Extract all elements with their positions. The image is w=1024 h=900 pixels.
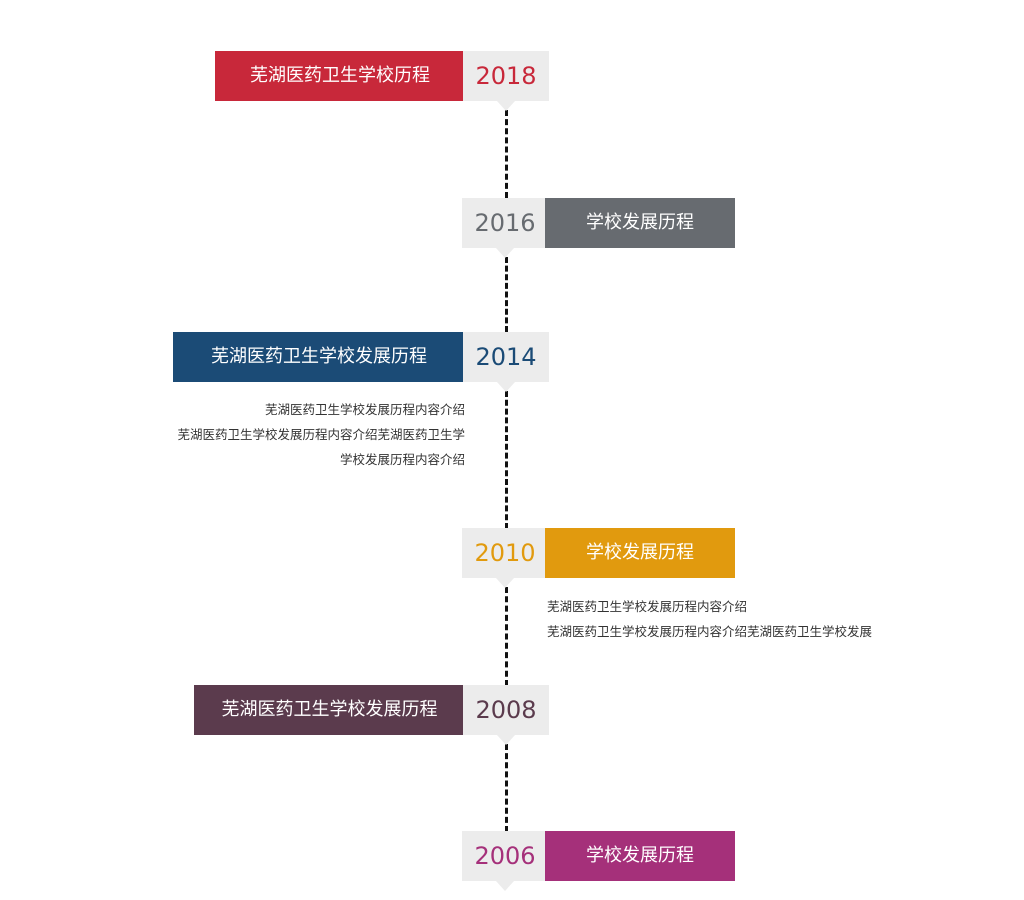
timeline-year: 2014 [463, 332, 549, 392]
timeline-title: 学校发展历程 [545, 198, 735, 248]
timeline-title: 芜湖医药卫生学校发展历程 [173, 332, 465, 382]
timeline-title: 学校发展历程 [545, 528, 735, 578]
timeline-year: 2006 [462, 831, 548, 891]
timeline-spine [505, 744, 508, 832]
description-line: 芜湖医药卫生学校发展历程内容介绍 [264, 402, 465, 417]
timeline-title: 芜湖医药卫生学校历程 [215, 51, 465, 101]
timeline-description: 芜湖医药卫生学校发展历程内容介绍 芜湖医药卫生学校发展历程内容介绍芜湖医药卫生学… [547, 594, 872, 644]
timeline-spine [505, 257, 508, 332]
description-line: 芜湖医药卫生学校发展历程内容介绍芜湖医药卫生学校发展 [547, 624, 873, 639]
timeline-year: 2016 [462, 198, 548, 258]
description-line: 学校发展历程内容介绍 [339, 452, 465, 467]
timeline-spine [505, 587, 508, 686]
timeline-description: 芜湖医药卫生学校发展历程内容介绍 芜湖医药卫生学校发展历程内容介绍芜湖医药卫生学… [177, 397, 465, 472]
timeline-spine [505, 110, 508, 198]
timeline-year: 2008 [463, 685, 549, 745]
description-line: 芜湖医药卫生学校发展历程内容介绍 [547, 599, 748, 614]
timeline-spine [505, 391, 508, 529]
description-line: 芜湖医药卫生学校发展历程内容介绍芜湖医药卫生学 [177, 427, 465, 442]
timeline-title: 芜湖医药卫生学校发展历程 [194, 685, 465, 735]
timeline-title: 学校发展历程 [545, 831, 735, 881]
timeline-year: 2010 [462, 528, 548, 588]
timeline-year: 2018 [463, 51, 549, 111]
